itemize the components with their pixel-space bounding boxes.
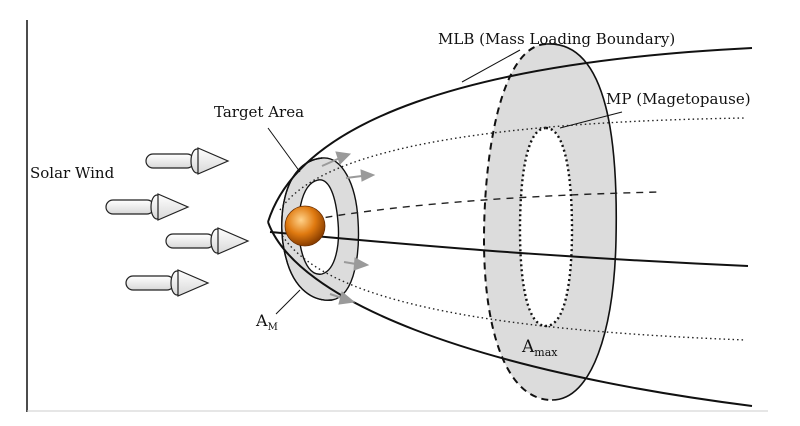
flow-arrow-1 — [321, 151, 352, 167]
mp-label: MP (Magetopause) — [606, 90, 751, 108]
target-area-label: Target Area — [214, 103, 304, 121]
flow-arrow-4 — [329, 291, 356, 305]
solar-wind-arrows — [105, 147, 250, 297]
amax-label-sub: max — [534, 346, 558, 359]
flow-arrow-3 — [343, 257, 370, 271]
planet-body — [284, 205, 326, 247]
target-area-ring-front — [281, 157, 333, 301]
amax-label-main: A — [521, 337, 535, 357]
am-label-main: A — [255, 311, 268, 330]
flow-arrow-2 — [345, 169, 376, 182]
amax-cross-section — [482, 43, 618, 401]
mlb-leader-line — [461, 49, 521, 83]
solar-wind-label: Solar Wind — [30, 164, 115, 182]
amax-label: Amax — [521, 337, 558, 359]
flow-arrows — [321, 151, 376, 305]
wind-arrow-3 — [165, 227, 250, 255]
am-leader-line — [275, 289, 301, 315]
am-label-sub: M — [268, 322, 278, 333]
mlb-label: MLB (Mass Loading Boundary) — [438, 30, 675, 48]
amax-inner-window — [518, 126, 574, 328]
wind-arrow-4 — [125, 269, 210, 297]
mlb-boundary-lower — [267, 221, 753, 407]
am-label: AM — [255, 311, 278, 333]
wind-arrow-1 — [145, 147, 230, 175]
axis-dashed-line — [299, 191, 661, 223]
target-area-leader-line — [267, 127, 301, 173]
wind-arrow-2 — [105, 193, 190, 221]
mlb-boundary-upper — [267, 47, 753, 223]
mp-leader-line — [559, 111, 623, 129]
